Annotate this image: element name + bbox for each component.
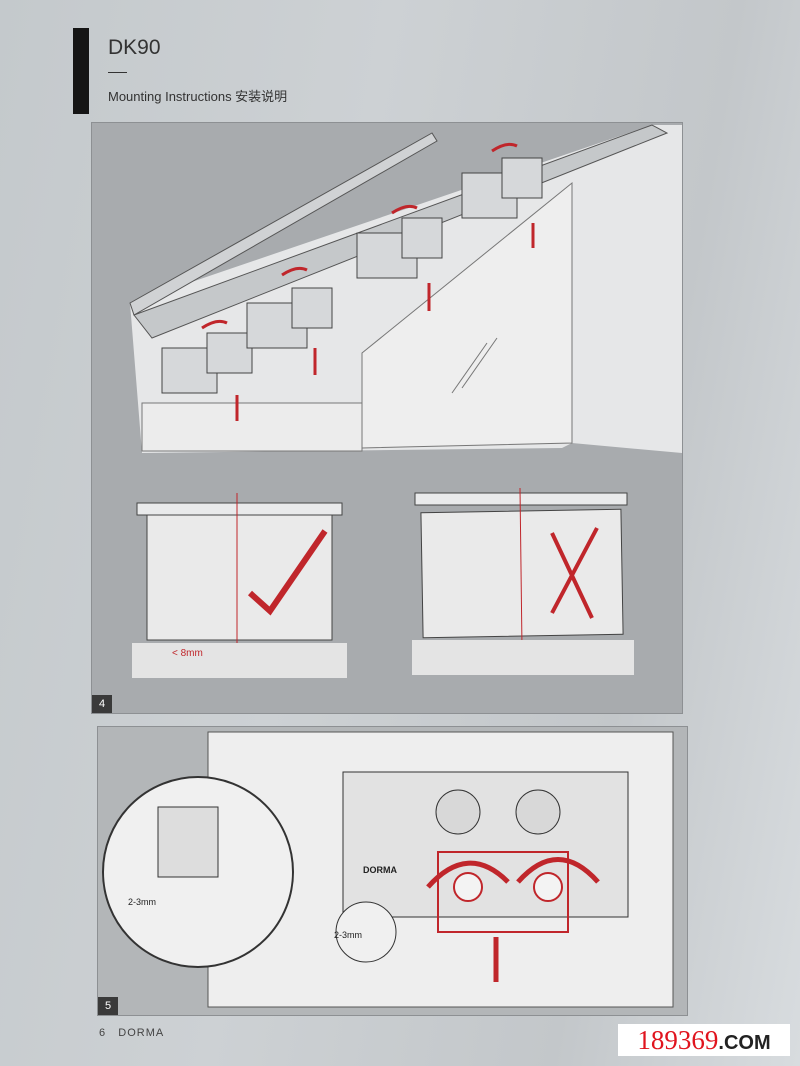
rotate-arrow-icon — [426, 860, 510, 889]
figure-4-panel: < 8mm 4 — [91, 122, 683, 714]
cross-mark-icon — [550, 527, 599, 619]
figure-number: 5 — [98, 997, 118, 1015]
figure-4-illustration — [129, 124, 682, 678]
figure-number: 4 — [92, 695, 112, 713]
page-subtitle: Mounting Instructions 安装说明 — [108, 89, 288, 104]
check-mark-icon — [247, 529, 328, 616]
floor-drawing — [132, 643, 347, 678]
correct-door-drawing — [146, 514, 333, 641]
inset-magnifier — [335, 901, 397, 963]
detail-gap-label: 2-3mm — [128, 897, 157, 907]
footer-brand: DORMA — [118, 1027, 165, 1039]
rotate-arrow-icon — [516, 857, 600, 884]
figure-5-panel: 2-3mm 2-3mm DORMA 5 — [97, 726, 688, 1016]
figure-5-illustration — [102, 731, 674, 1008]
page-title: DK90 — [108, 36, 161, 59]
watermark: 189369.COM — [618, 1024, 790, 1056]
page-number: 6 — [99, 1027, 107, 1039]
title-divider — [108, 72, 127, 73]
header-bar — [73, 28, 89, 114]
page-footer: 6 DORMA — [99, 1027, 164, 1039]
dorma-logo: DORMA — [363, 865, 397, 875]
gap-label: < 8mm — [172, 648, 203, 659]
inset-gap-label: 2-3mm — [334, 930, 363, 940]
incorrect-door-drawing — [420, 508, 624, 639]
